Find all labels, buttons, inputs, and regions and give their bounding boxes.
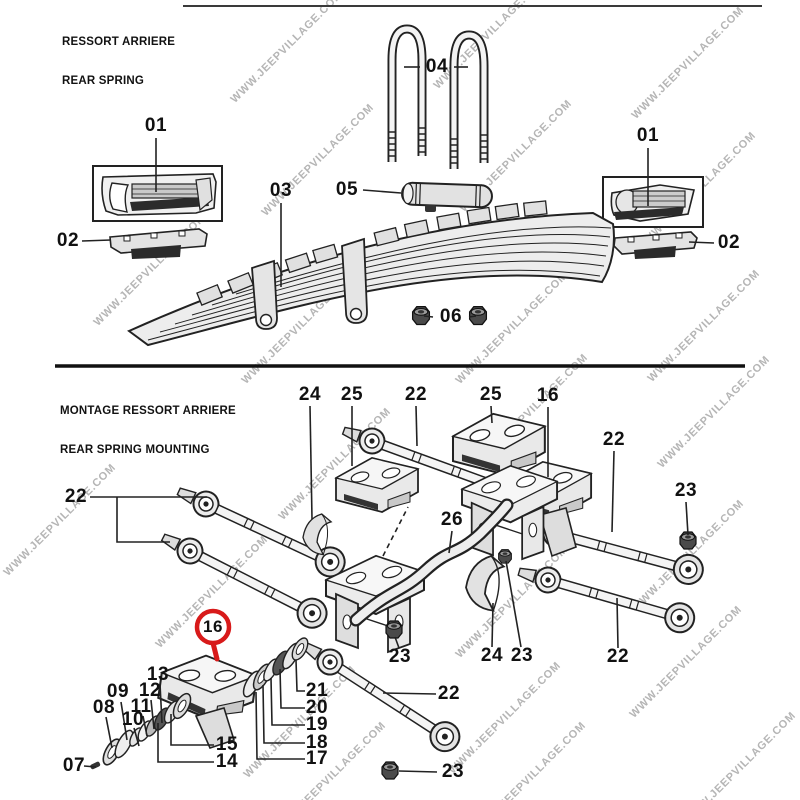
part-label-02: 02 [717, 232, 741, 253]
part-label-23: 23 [388, 646, 412, 667]
part-label-19: 19 [305, 714, 329, 735]
part-label-05: 05 [335, 179, 359, 200]
part-label-24: 24 [298, 384, 322, 405]
part-label-01: 01 [636, 125, 660, 146]
top-title-fr: RESSORT ARRIERE [62, 36, 176, 48]
part-label-09: 09 [106, 681, 130, 702]
part-label-06: 06 [439, 306, 463, 327]
part-label-01: 01 [144, 115, 168, 136]
part-label-07: 07 [62, 755, 86, 776]
part-label-22: 22 [606, 646, 630, 667]
part-label-04: 04 [425, 56, 449, 77]
part-label-20: 20 [305, 697, 329, 718]
part-label-15: 15 [215, 734, 239, 755]
part-label-23: 23 [674, 480, 698, 501]
part-label-22: 22 [437, 683, 461, 704]
part-label-16-highlighted: 16 [203, 617, 223, 636]
bottom-section-header: MONTAGE RESSORT ARRIERE REAR SPRING MOUN… [60, 379, 236, 483]
part-label-03: 03 [269, 180, 293, 201]
part-label-11: 11 [130, 696, 152, 717]
top-section-header: RESSORT ARRIERE REAR SPRING [62, 10, 175, 114]
bottom-title-en: REAR SPRING MOUNTING [60, 444, 210, 456]
part-label-02: 02 [56, 230, 80, 251]
part-label-22: 22 [404, 384, 428, 405]
part-label-16: 16 [536, 385, 560, 406]
part-label-22: 22 [64, 486, 88, 507]
part-label-14: 14 [215, 751, 239, 772]
part-label-24: 24 [480, 645, 504, 666]
part-label-10: 10 [121, 709, 145, 730]
part-label-17: 17 [305, 748, 329, 769]
part-label-25: 25 [479, 384, 503, 405]
part-label-08: 08 [92, 697, 116, 718]
bottom-title-fr: MONTAGE RESSORT ARRIERE [60, 405, 236, 417]
top-title-en: REAR SPRING [62, 75, 145, 87]
part-label-26: 26 [440, 509, 464, 530]
part-label-25: 25 [340, 384, 364, 405]
part-label-22: 22 [602, 429, 626, 450]
part-label-23: 23 [510, 645, 534, 666]
part-label-18: 18 [305, 732, 329, 753]
part-label-23: 23 [441, 761, 465, 782]
part-label-12: 12 [138, 680, 162, 701]
part-label-13: 13 [146, 664, 170, 685]
part-label-21: 21 [305, 680, 329, 701]
